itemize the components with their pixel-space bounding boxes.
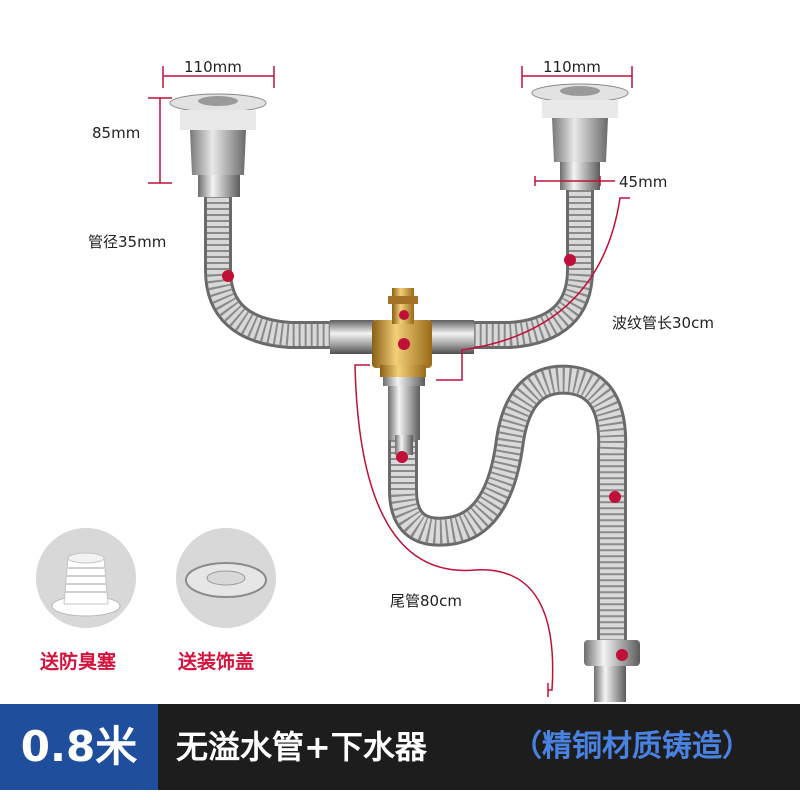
dimension-lines — [148, 66, 633, 697]
odor-seal-card — [36, 528, 146, 638]
brass-tee-fitting — [372, 288, 432, 377]
bottom-banner: 0.8米 无溢水管+下水器 （精铜材质铸造） — [0, 704, 800, 800]
right-chrome-connector — [430, 320, 474, 354]
pipe-diameter-label: 管径35mm — [88, 233, 167, 251]
left-chrome-connector — [330, 320, 374, 354]
center-chrome-pipe — [388, 380, 420, 440]
drain-assembly-drawing — [148, 66, 640, 702]
banner-subtitle: （精铜材质铸造） — [512, 729, 752, 764]
tail-length-label: 尾管80cm — [390, 592, 462, 610]
left-corrugated-hose — [204, 190, 345, 349]
right-sink-strainer — [531, 83, 629, 190]
strainer-height-label: 85mm — [92, 124, 141, 142]
tail-outlet-fitting — [584, 640, 640, 702]
banner-title: 无溢水管+下水器 — [176, 728, 427, 766]
right-corrugated-hose — [455, 190, 594, 349]
decorative-cover-card — [176, 528, 286, 638]
tail-corrugated-hose — [388, 364, 628, 655]
right-strainer-width-label: 110mm — [543, 58, 601, 76]
corrugated-length-label: 波纹管长30cm — [612, 314, 714, 332]
highlight-dots — [222, 254, 628, 661]
odor-seal-icon — [36, 528, 136, 628]
outlet-diameter-label: 45mm — [619, 173, 668, 191]
decorative-cover-icon — [176, 528, 276, 628]
left-sink-strainer — [169, 93, 267, 197]
size-badge: 0.8米 — [0, 704, 158, 790]
odor-seal-label: 送防臭塞 — [40, 651, 117, 673]
left-strainer-width-label: 110mm — [184, 58, 242, 76]
banner-background — [158, 704, 800, 790]
decorative-cover-label: 送装饰盖 — [178, 651, 255, 673]
